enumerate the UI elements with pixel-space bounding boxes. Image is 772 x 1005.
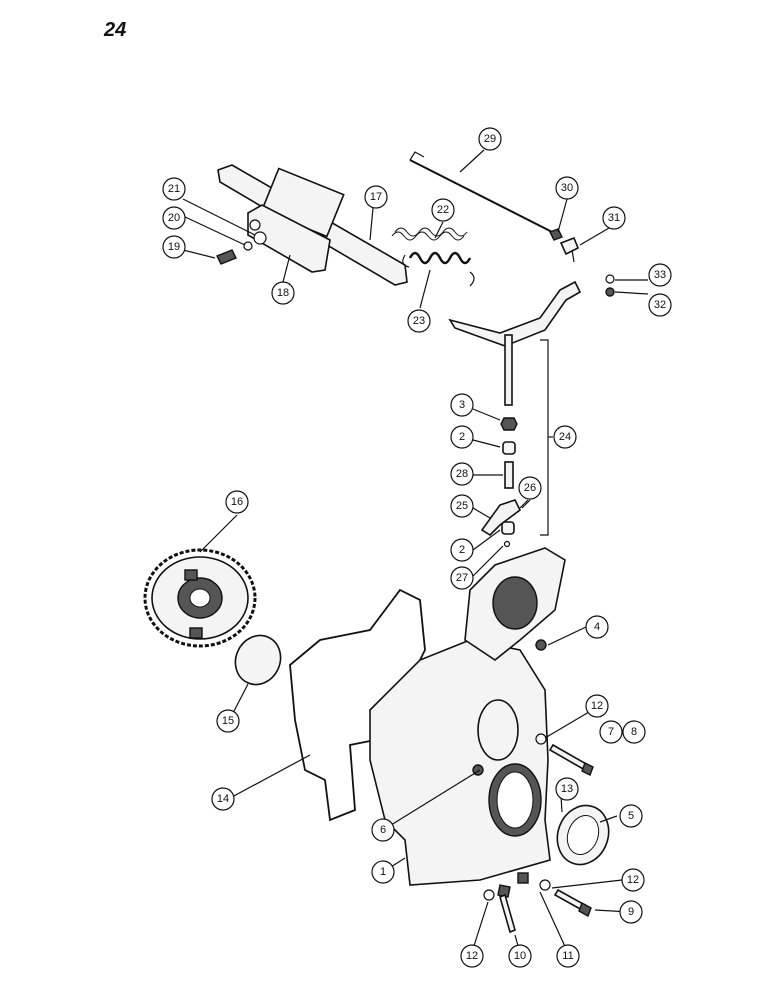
svg-text:8: 8	[631, 726, 637, 738]
callout-16: 16	[225, 490, 249, 514]
timing-gear	[143, 548, 257, 648]
callout-25: 25	[450, 494, 474, 518]
callout-28: 28	[450, 462, 474, 486]
callout-6: 6	[371, 818, 395, 842]
callout-12-bolt7: 12	[585, 694, 609, 718]
svg-text:14: 14	[217, 793, 229, 805]
page-number: 24	[103, 19, 126, 41]
svg-text:31: 31	[608, 212, 620, 224]
callout-27: 27	[450, 566, 474, 590]
svg-text:29: 29	[484, 133, 496, 145]
callout-21: 21	[162, 177, 186, 201]
svg-text:33: 33	[654, 269, 666, 281]
svg-text:11: 11	[562, 950, 573, 962]
callout-7: 7	[599, 720, 623, 744]
svg-text:2: 2	[459, 544, 465, 556]
svg-text:27: 27	[456, 572, 468, 584]
callout-5: 5	[619, 804, 643, 828]
callout-17: 17	[364, 185, 388, 209]
svg-text:23: 23	[413, 315, 425, 327]
svg-text:2: 2	[459, 431, 465, 443]
svg-text:12: 12	[591, 700, 603, 712]
callout-2-lower: 2	[450, 538, 474, 562]
callout-1: 1	[371, 860, 395, 884]
svg-text:5: 5	[628, 810, 634, 822]
svg-text:15: 15	[222, 715, 234, 727]
callout-2-upper: 2	[450, 425, 474, 449]
svg-text:18: 18	[277, 287, 289, 299]
governor-lever-assembly	[216, 164, 408, 286]
callout-20: 20	[162, 206, 186, 230]
svg-text:7: 7	[608, 726, 614, 738]
shaft-small-parts	[480, 417, 529, 548]
callout-23: 23	[407, 309, 431, 333]
callout-12-bolt10: 12	[460, 944, 484, 968]
callout-29: 29	[478, 127, 502, 151]
svg-text:16: 16	[231, 496, 243, 508]
bolt-10	[483, 884, 516, 934]
svg-text:1: 1	[380, 866, 386, 878]
svg-text:19: 19	[168, 241, 180, 253]
callout-12-bolt9: 12	[621, 868, 645, 892]
callout-11: 11	[556, 944, 580, 968]
callout-32: 32	[648, 293, 672, 317]
oil-seal	[556, 804, 610, 866]
callout-15: 15	[216, 709, 240, 733]
callout-3: 3	[450, 393, 474, 417]
svg-text:9: 9	[628, 906, 634, 918]
callout-18: 18	[271, 281, 295, 305]
svg-text:25: 25	[456, 500, 468, 512]
svg-text:22: 22	[437, 204, 449, 216]
timing-cover	[369, 547, 566, 886]
thrust-plate	[234, 634, 282, 686]
group-bracket-24	[540, 339, 549, 536]
callout-22: 22	[431, 198, 455, 222]
svg-text:4: 4	[594, 621, 600, 633]
callout-14: 14	[211, 787, 235, 811]
callout-10: 10	[508, 944, 532, 968]
svg-text:20: 20	[168, 212, 180, 224]
governor-rod	[409, 151, 580, 263]
svg-text:30: 30	[561, 182, 573, 194]
callout-19: 19	[162, 235, 186, 259]
svg-text:28: 28	[456, 468, 468, 480]
svg-text:26: 26	[524, 482, 536, 494]
svg-text:10: 10	[514, 950, 526, 962]
callout-24: 24	[553, 425, 577, 449]
bolt-7	[535, 733, 594, 776]
svg-text:13: 13	[561, 783, 573, 795]
svg-text:24: 24	[559, 431, 571, 443]
callout-8: 8	[622, 720, 646, 744]
callout-13: 13	[555, 777, 579, 801]
governor-shaft-lever	[448, 274, 615, 406]
callout-26: 26	[518, 476, 542, 500]
svg-text:21: 21	[168, 183, 180, 195]
svg-text:6: 6	[380, 824, 386, 836]
svg-text:12: 12	[466, 950, 478, 962]
callout-9: 9	[619, 900, 643, 924]
callout-4: 4	[585, 615, 609, 639]
svg-text:17: 17	[370, 191, 382, 203]
svg-text:12: 12	[627, 874, 639, 886]
svg-text:3: 3	[459, 399, 465, 411]
governor-springs	[391, 227, 475, 287]
svg-text:32: 32	[654, 299, 666, 311]
callout-33: 33	[648, 263, 672, 287]
callout-30: 30	[555, 176, 579, 200]
bolt-9	[517, 872, 592, 918]
callout-31: 31	[602, 206, 626, 230]
